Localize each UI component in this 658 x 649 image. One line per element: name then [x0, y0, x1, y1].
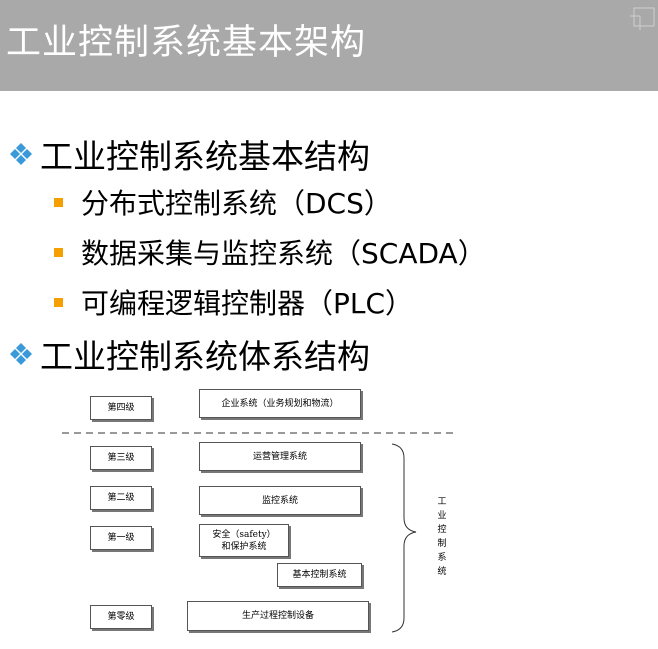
safety-protection-box: 安全（safety） 和保护系统: [199, 524, 289, 557]
diamond-bullet-icon: [10, 143, 32, 165]
page-title: 工业控制系统基本架构: [6, 23, 367, 63]
diamond-bullet-icon: [10, 343, 32, 365]
box-label-line1: 安全（safety）: [212, 529, 276, 540]
bullet-text: 可编程逻辑控制器（PLC）: [81, 287, 414, 320]
header-bar: 工业控制系统基本架构: [0, 0, 658, 91]
box-label: 监控系统: [261, 495, 298, 506]
box-label: 生产过程控制设备: [241, 611, 314, 621]
box-label: 企业系统（业务规划和物流）: [221, 398, 339, 409]
enterprise-system-box: 企业系统（业务规划和物流）: [199, 389, 361, 418]
level-2-box: 第二级: [90, 486, 152, 510]
bullet-dcs: 分布式控制系统（DCS）: [54, 182, 392, 222]
square-bullet-icon: [54, 297, 63, 307]
level-0-box: 第零级: [90, 605, 152, 629]
bullet-text: 工业控制系统基本结构: [40, 137, 370, 176]
level-3-box: 第三级: [90, 446, 152, 470]
box-label: 运营管理系统: [252, 451, 307, 462]
bullet-system-structure: 工业控制系统体系结构: [6, 330, 370, 378]
corner-decoration-icon: [630, 7, 655, 30]
production-process-box: 生产过程控制设备: [187, 601, 369, 631]
side-label: 工业控制系统: [437, 497, 447, 577]
level-label: 第零级: [107, 612, 135, 622]
level-4-box: 第四级: [90, 396, 152, 420]
bullet-text: 数据采集与监控系统（SCADA）: [81, 237, 486, 270]
bullet-plc: 可编程逻辑控制器（PLC）: [54, 282, 413, 322]
bullet-text: 工业控制系统体系结构: [40, 337, 370, 376]
level-label: 第二级: [107, 493, 135, 503]
square-bullet-icon: [54, 247, 63, 257]
bullet-text: 分布式控制系统（DCS）: [81, 187, 392, 220]
level-label: 第三级: [107, 453, 135, 463]
bullet-scada: 数据采集与监控系统（SCADA）: [54, 232, 486, 272]
box-label-line2: 和保护系统: [221, 541, 267, 552]
square-bullet-icon: [54, 197, 63, 207]
level-label: 第一级: [107, 533, 135, 543]
level-label: 第四级: [107, 403, 135, 413]
bullet-basic-structure: 工业控制系统基本结构: [6, 130, 370, 178]
level-1-box: 第一级: [90, 526, 152, 550]
basic-control-box: 基本控制系统: [277, 563, 362, 587]
brace-icon: [391, 443, 417, 633]
supervisory-system-box: 监控系统: [199, 486, 361, 515]
operations-management-box: 运营管理系统: [199, 442, 361, 471]
box-label: 基本控制系统: [292, 570, 347, 580]
